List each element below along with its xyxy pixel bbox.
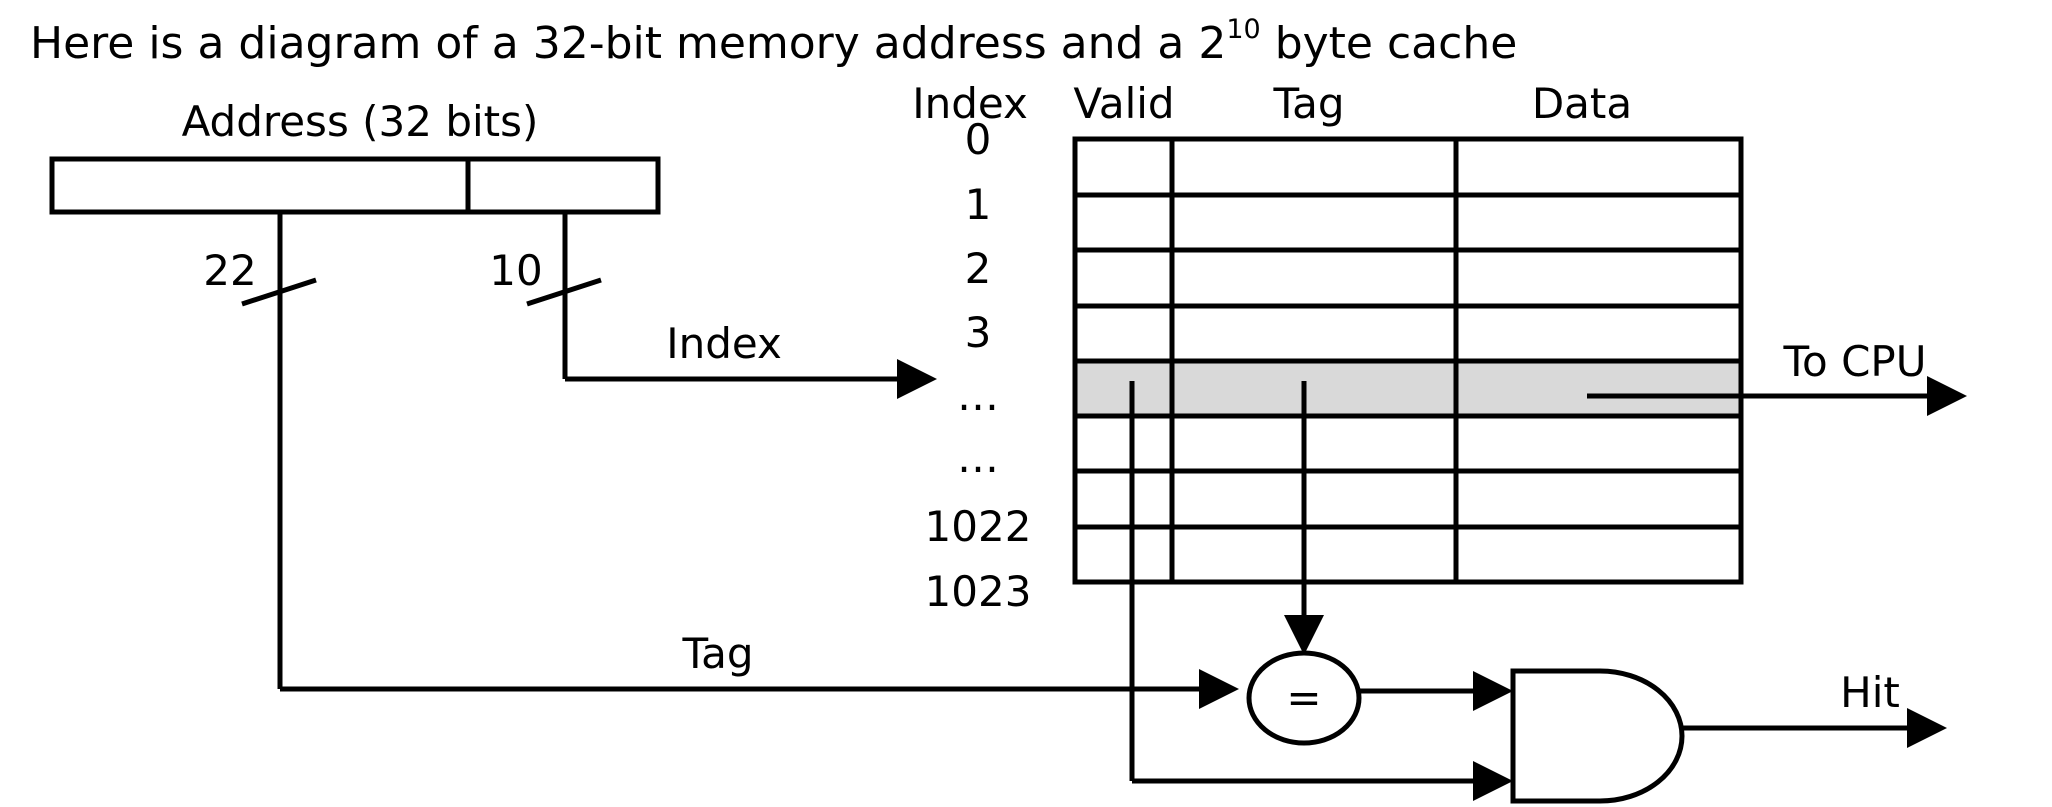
row-index-labels: 0 1 2 3 … … 1022 1023 (925, 115, 1032, 616)
header-data: Data (1532, 79, 1632, 128)
index-bus-slash (526, 277, 602, 307)
row-index-label: 2 (965, 244, 992, 293)
row-index-label: 1 (965, 180, 992, 229)
highlighted-cache-row (1075, 361, 1741, 416)
tag-comparator (1246, 650, 1362, 746)
index-bits-label: 10 (489, 246, 542, 295)
address-label: Address (32 bits) (182, 97, 539, 146)
to-cpu-label: To CPU (1783, 337, 1927, 386)
diagram-title: Here is a diagram of a 32-bit memory add… (30, 14, 1517, 69)
row-index-label: … (957, 371, 999, 420)
title-exponent: 10 (1226, 14, 1260, 45)
row-index-label: 0 (965, 115, 992, 164)
row-index-label: 1022 (925, 502, 1032, 551)
header-index: Index (912, 79, 1028, 128)
title-text: Here is a diagram of a 32-bit memory add… (30, 18, 1226, 69)
header-valid: Valid (1073, 79, 1174, 128)
hit-label: Hit (1840, 668, 1900, 717)
tag-bits-label: 22 (203, 246, 256, 295)
cache-table (1072, 136, 1744, 585)
address-register (49, 156, 661, 215)
and-gate (1510, 668, 1685, 804)
tag-bus-slash (241, 277, 317, 307)
tag-wire-label: Tag (681, 629, 753, 678)
row-index-label: … (957, 433, 999, 482)
title-suffix: byte cache (1261, 18, 1518, 69)
comparator-symbol: = (1286, 673, 1321, 722)
row-index-label: 3 (965, 308, 992, 357)
header-tag: Tag (1272, 79, 1344, 128)
row-index-label: 1023 (925, 567, 1032, 616)
index-wire-label: Index (666, 319, 782, 368)
